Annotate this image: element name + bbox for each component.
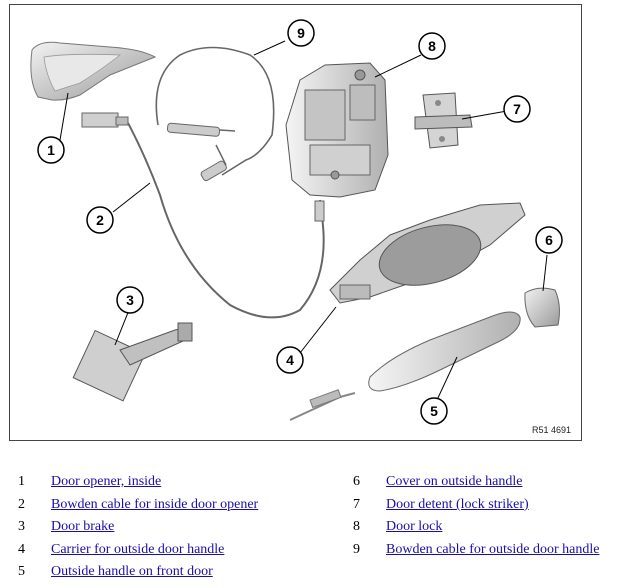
figure-reference-code: R51 4691 — [531, 425, 571, 435]
legend-item-number: 4 — [18, 542, 25, 557]
legend-item-number: 7 — [353, 497, 360, 512]
svg-text:5: 5 — [430, 403, 438, 419]
legend-item: 5 Outside handle on front door — [18, 562, 298, 582]
outside-handle-cover-part — [524, 287, 560, 328]
svg-text:1: 1 — [47, 142, 55, 158]
legend-item-link[interactable]: Door lock — [386, 519, 443, 534]
legend-item-number: 9 — [353, 542, 360, 557]
callout-7: 7 — [503, 95, 531, 123]
outside-handle-part — [289, 311, 521, 421]
legend-item-link[interactable]: Cover on outside handle — [386, 474, 523, 489]
legend-item-link[interactable]: Bowden cable for inside door opener — [51, 497, 259, 512]
svg-text:6: 6 — [545, 232, 553, 248]
legend-item-number: 6 — [353, 474, 360, 489]
legend-item-link[interactable]: Door detent (lock striker) — [386, 497, 529, 512]
bowden-cable-outside-part — [155, 46, 275, 182]
bowden-cable-inside-part — [81, 112, 325, 319]
legend-item-link[interactable]: Door opener, inside — [51, 474, 162, 489]
callout-3: 3 — [116, 286, 144, 314]
callout-8: 8 — [418, 32, 446, 60]
parts-legend: 1 Door opener, inside 2 Bowden cable for… — [0, 472, 623, 588]
parts-diagram-figure: 1 2 3 4 5 6 7 8 — [9, 4, 582, 441]
legend-item: 2 Bowden cable for inside door opener — [18, 495, 298, 515]
legend-item: 8 Door lock — [353, 517, 621, 537]
legend-item: 6 Cover on outside handle — [353, 472, 621, 492]
lock-striker-part — [414, 92, 473, 149]
door-brake-part — [72, 322, 193, 402]
door-opener-inside-part — [30, 41, 157, 101]
legend-item: 4 Carrier for outside door handle — [18, 540, 298, 560]
legend-item: 3 Door brake — [18, 517, 298, 537]
legend-item: 9 Bowden cable for outside door handle — [353, 540, 621, 560]
legend-item-link[interactable]: Door brake — [51, 519, 115, 534]
callout-4: 4 — [276, 346, 304, 374]
svg-text:3: 3 — [126, 292, 134, 308]
svg-text:9: 9 — [297, 25, 305, 41]
legend-item-number: 3 — [18, 519, 25, 534]
callout-9: 9 — [287, 19, 315, 47]
callout-1: 1 — [37, 136, 65, 164]
svg-text:7: 7 — [513, 101, 521, 117]
legend-item-link[interactable]: Carrier for outside door handle — [51, 542, 225, 557]
legend-item: 1 Door opener, inside — [18, 472, 298, 492]
legend-item-link[interactable]: Outside handle on front door — [51, 564, 213, 579]
legend-item-number: 2 — [18, 497, 25, 512]
legend-item: 7 Door detent (lock striker) — [353, 495, 621, 515]
parts-illustration: 1 2 3 4 5 6 7 8 — [30, 19, 563, 425]
svg-text:8: 8 — [428, 38, 436, 54]
legend-item-number: 8 — [353, 519, 360, 534]
legend-item-number: 5 — [18, 564, 25, 579]
outside-handle-carrier-part — [329, 202, 526, 304]
callout-5: 5 — [420, 397, 448, 425]
callout-2: 2 — [86, 206, 114, 234]
legend-item-link[interactable]: Bowden cable for outside door handle — [386, 542, 600, 557]
svg-text:4: 4 — [286, 352, 294, 368]
callout-6: 6 — [535, 226, 563, 254]
legend-item-number: 1 — [18, 474, 25, 489]
door-lock-part — [285, 62, 389, 198]
svg-text:2: 2 — [96, 212, 104, 228]
